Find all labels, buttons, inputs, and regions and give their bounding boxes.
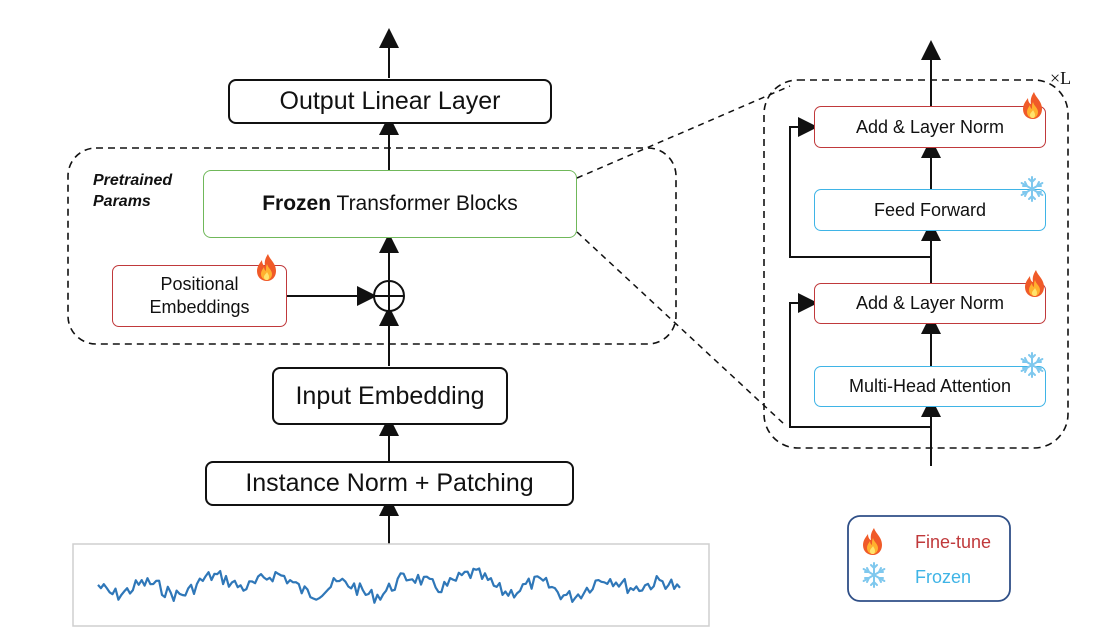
positional-line2: Embeddings xyxy=(149,297,250,317)
fire-icon xyxy=(257,254,276,281)
transformer-block-detail xyxy=(763,79,1069,449)
pretrained-label-line2: Params xyxy=(93,193,151,210)
instance-norm-patching: Instance Norm + Patching xyxy=(205,461,574,506)
snowflake-icon xyxy=(1020,352,1044,378)
residual-attention xyxy=(789,293,931,428)
add-norm-bottom-label: Add & Layer Norm xyxy=(855,293,1005,313)
input-embedding: Input Embedding xyxy=(272,367,508,425)
feed-forward-label: Feed Forward xyxy=(873,199,987,220)
input-embedding-label: Input Embedding xyxy=(295,381,485,410)
time-series-panel xyxy=(72,543,710,627)
positional-line1: Positional xyxy=(160,274,239,294)
add-layer-norm-top: Add & Layer Norm xyxy=(814,106,1046,148)
residual-ffn xyxy=(789,117,931,258)
pretrained-label-line1: Pretrained xyxy=(93,172,173,189)
pretrained-region xyxy=(67,147,677,345)
zoom-line-top xyxy=(576,85,791,179)
frozen-transformer-blocks: Frozen Transformer Blocks xyxy=(203,170,577,238)
instance-norm-label: Instance Norm + Patching xyxy=(245,469,534,497)
repeat-label: ×L xyxy=(1050,68,1072,88)
transformer-blocks-text: Transformer Blocks xyxy=(331,192,518,215)
add-norm-top-label: Add & Layer Norm xyxy=(855,116,1005,137)
legend-box xyxy=(847,515,1011,602)
attention-label: Multi-Head Attention xyxy=(848,376,1012,396)
fire-icon xyxy=(863,528,882,555)
output-layer-label: Output Linear Layer xyxy=(279,87,501,115)
output-linear-layer: Output Linear Layer xyxy=(228,79,552,124)
legend-finetune-label: Fine-tune xyxy=(915,532,992,552)
snowflake-icon xyxy=(1020,176,1044,202)
time-series-line xyxy=(97,567,681,604)
pretrained-params-label: Pretrained Params xyxy=(93,170,172,212)
zoom-line-bottom xyxy=(576,231,785,425)
multi-head-attention: Multi-Head Attention xyxy=(814,366,1046,407)
legend-frozen-label: Frozen xyxy=(915,567,972,587)
add-operator xyxy=(373,280,405,312)
add-layer-norm-bottom: Add & Layer Norm xyxy=(814,283,1046,324)
fire-icon xyxy=(1025,270,1044,297)
snowflake-icon xyxy=(862,562,886,588)
fire-icon xyxy=(1023,92,1042,119)
frozen-word: Frozen xyxy=(262,192,332,215)
feed-forward: Feed Forward xyxy=(814,189,1046,231)
